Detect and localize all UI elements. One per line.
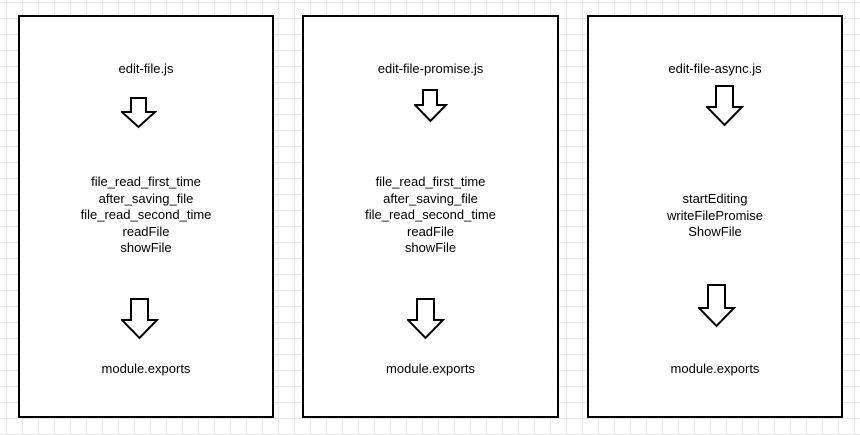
function-name: ShowFile xyxy=(688,224,742,239)
module-box-edit-file: edit-file.js file_read_first_time after_… xyxy=(18,15,274,418)
file-name-label: edit-file-promise.js xyxy=(377,61,484,76)
down-arrow-icon xyxy=(407,298,445,340)
module-exports-label: module.exports xyxy=(386,361,475,376)
module-exports-label: module.exports xyxy=(101,361,191,376)
file-name-label: edit-file.js xyxy=(118,61,174,76)
module-box-edit-file-async: edit-file-async.js startEditing writeFil… xyxy=(587,15,843,418)
down-arrow-icon xyxy=(121,97,157,129)
module-box-edit-file-promise: edit-file-promise.js file_read_first_tim… xyxy=(302,15,559,418)
down-arrow-icon xyxy=(121,298,159,340)
function-name: startEditing xyxy=(682,191,748,206)
function-name: after_saving_file xyxy=(98,190,194,206)
function-name: file_read_first_time xyxy=(375,174,486,189)
function-name: file_read_second_time xyxy=(80,207,212,222)
function-list: file_read_first_time after_saving_file f… xyxy=(304,174,557,257)
down-arrow-icon xyxy=(706,85,744,127)
module-exports-label: module.exports xyxy=(670,361,760,376)
file-name-label: edit-file-async.js xyxy=(668,61,762,76)
function-name: showFile xyxy=(404,240,457,255)
function-name: writeFilePromise xyxy=(666,207,764,223)
function-name: showFile xyxy=(120,240,172,255)
function-list: file_read_first_time after_saving_file f… xyxy=(20,174,272,257)
down-arrow-icon xyxy=(698,284,736,328)
function-name: file_read_second_time xyxy=(365,207,496,222)
function-list: startEditing writeFilePromise ShowFile xyxy=(589,191,841,241)
down-arrow-icon xyxy=(414,89,448,123)
function-name: after_saving_file xyxy=(383,190,478,206)
function-name: readFile xyxy=(122,223,170,239)
function-name: readFile xyxy=(407,223,454,239)
function-name: file_read_first_time xyxy=(91,174,201,189)
